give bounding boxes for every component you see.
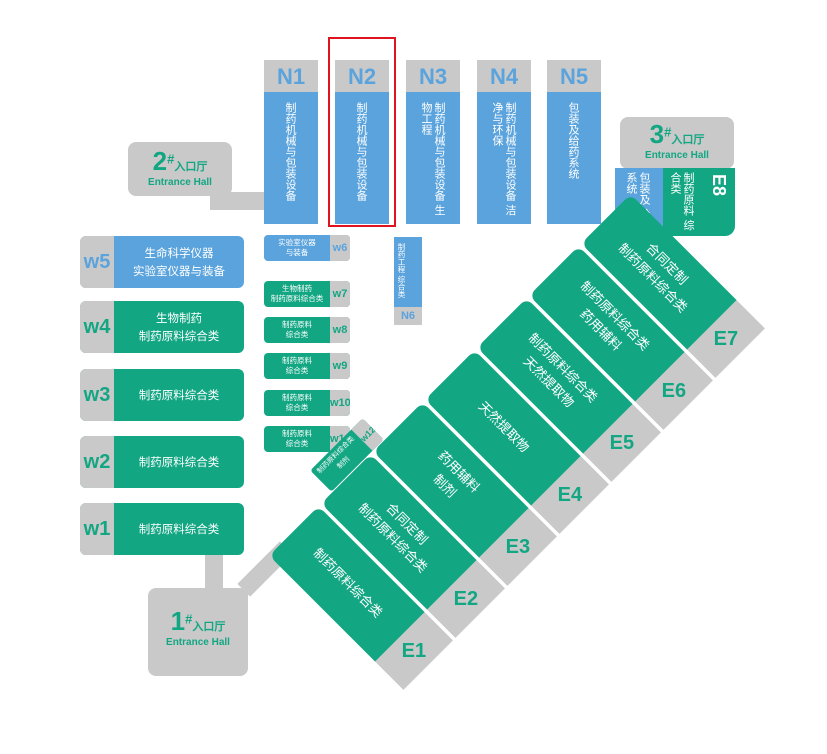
entrance-zh: 入口厅 bbox=[192, 620, 226, 633]
hall-n2[interactable]: N2 制药机械与包装设备 bbox=[335, 60, 389, 224]
highlight-box-n2 bbox=[328, 37, 396, 227]
entrance-mark: # bbox=[167, 151, 175, 167]
label-line: 制药原料综合类 bbox=[138, 388, 220, 402]
label-line: 综合类 bbox=[285, 403, 309, 412]
hall-n5[interactable]: N5 包装及给药系统 bbox=[547, 60, 601, 224]
entrance-number: 2 bbox=[152, 146, 168, 176]
label-line: 生物制药 bbox=[282, 284, 312, 293]
hall-label: 制药机械与包装设备 生物工程 bbox=[420, 102, 446, 216]
hall-label: 制药原料综合类 bbox=[264, 426, 330, 452]
hall-code: w5 bbox=[80, 236, 114, 288]
label-line: 制药原料综合类 bbox=[138, 522, 220, 536]
hall-label: 包装及给药系统 bbox=[567, 102, 580, 179]
e8-green-label: 制药原料 综合类 bbox=[669, 172, 695, 231]
label-line: 生物制药 bbox=[156, 311, 202, 325]
hall-code: w2 bbox=[80, 436, 114, 488]
corridor-west bbox=[205, 555, 223, 595]
label-line: 实验室仪器与装备 bbox=[133, 264, 225, 278]
hall-code: N1 bbox=[264, 60, 318, 92]
hall-label: 制药工程 综合类 bbox=[397, 243, 406, 298]
hall-code-text: E3 bbox=[505, 535, 531, 558]
hall-code: w4 bbox=[80, 301, 114, 353]
entrance-mark: # bbox=[185, 611, 193, 627]
hall-w8[interactable]: 制药原料综合类 w8 bbox=[264, 317, 350, 343]
hall-label: 生物制药制药原料综合类 bbox=[114, 301, 244, 353]
hall-w10[interactable]: 制药原料综合类 w10 bbox=[264, 390, 350, 416]
entrance-hall-2[interactable]: 2#入口厅 Entrance Hall bbox=[128, 142, 232, 196]
hall-label: 制药原料综合类 bbox=[264, 390, 330, 416]
hall-code: N3 bbox=[406, 60, 460, 92]
e8-green-section: 制药原料 综合类 E8 bbox=[663, 168, 735, 236]
hall-w3[interactable]: w3 制药原料综合类 bbox=[80, 369, 244, 421]
hall-code-text: E7 bbox=[713, 327, 739, 350]
hall-label: 制药原料综合类 bbox=[114, 436, 244, 488]
entrance-number: 3 bbox=[649, 119, 665, 149]
hall-code: w3 bbox=[80, 369, 114, 421]
hall-code-text: E4 bbox=[557, 483, 583, 506]
hall-code: N4 bbox=[477, 60, 531, 92]
label-line: 制药原料综合类 bbox=[138, 329, 220, 343]
hall-code-text: E6 bbox=[661, 379, 687, 402]
hall-n3[interactable]: N3 制药机械与包装设备 生物工程 bbox=[406, 60, 460, 224]
hall-label: 生命科学仪器实验室仪器与装备 bbox=[114, 236, 244, 288]
entrance-en: Entrance Hall bbox=[166, 637, 230, 648]
hall-code-text: E5 bbox=[609, 431, 635, 454]
label-line: 制药原料综合类 bbox=[270, 294, 324, 303]
label-line: 制药原料 bbox=[282, 356, 312, 365]
label-line: 制药原料 bbox=[282, 429, 312, 438]
hall-code: w6 bbox=[330, 235, 350, 261]
entrance-zh: 入口厅 bbox=[174, 160, 208, 173]
hall-w7[interactable]: 生物制药制药原料综合类 w7 bbox=[264, 281, 350, 307]
hall-n1[interactable]: N1 制药机械与包装设备 bbox=[264, 60, 318, 224]
label-line: 生命科学仪器 bbox=[144, 246, 214, 260]
hall-w11[interactable]: 制药原料综合类 w11 bbox=[264, 426, 350, 452]
hall-label: 制药原料综合类 bbox=[264, 353, 330, 379]
hall-label: 制药原料综合类 bbox=[264, 317, 330, 343]
hall-w9[interactable]: 制药原料综合类 w9 bbox=[264, 353, 350, 379]
hall-label: 制药机械与包装设备 bbox=[284, 102, 297, 201]
hall-n4[interactable]: N4 制药机械与包装设备 洁净与环保 bbox=[477, 60, 531, 224]
hall-w1[interactable]: w1 制药原料综合类 bbox=[80, 503, 244, 555]
label-line: 天然提取物 bbox=[474, 399, 532, 456]
entrance-number: 1 bbox=[170, 606, 186, 636]
hall-label: 制药机械与包装设备 bbox=[355, 102, 368, 201]
hall-code: N6 bbox=[394, 307, 422, 325]
entrance-zh: 入口厅 bbox=[671, 133, 705, 146]
label-line: 综合类 bbox=[285, 439, 309, 448]
label-line: 制药原料综合类 bbox=[138, 455, 220, 469]
hall-code: w7 bbox=[330, 281, 350, 307]
entrance-en: Entrance Hall bbox=[148, 177, 212, 188]
label-line: 制药原料 bbox=[282, 320, 312, 329]
hall-label: 制药原料综合类 bbox=[114, 503, 244, 555]
hall-code-text: E2 bbox=[453, 587, 479, 610]
hall-w4[interactable]: w4 生物制药制药原料综合类 bbox=[80, 301, 244, 353]
hall-n6[interactable]: 制药工程 综合类 N6 bbox=[394, 237, 422, 325]
hall-code: w9 bbox=[330, 353, 350, 379]
entrance-hall-3[interactable]: 3#入口厅 Entrance Hall bbox=[620, 117, 734, 169]
hall-label: 实验室仪器与装备 bbox=[264, 235, 330, 261]
entrance-en: Entrance Hall bbox=[645, 150, 709, 161]
hall-label: 生物制药制药原料综合类 bbox=[264, 281, 330, 307]
label-line: 实验室仪器 bbox=[278, 238, 316, 247]
label-line: 综合类 bbox=[285, 330, 309, 339]
hall-code-text: E1 bbox=[401, 639, 427, 662]
label-line: 综合类 bbox=[285, 366, 309, 375]
hall-w2[interactable]: w2 制药原料综合类 bbox=[80, 436, 244, 488]
hall-code: w8 bbox=[330, 317, 350, 343]
hall-code: w1 bbox=[80, 503, 114, 555]
hall-code: N5 bbox=[547, 60, 601, 92]
hall-code: N2 bbox=[335, 60, 389, 92]
hall-code: w10 bbox=[330, 390, 350, 416]
hall-w5[interactable]: w5 生命科学仪器实验室仪器与装备 bbox=[80, 236, 244, 288]
corridor-north bbox=[210, 192, 270, 210]
hall-label: 制药机械与包装设备 洁净与环保 bbox=[491, 102, 517, 216]
entrance-mark: # bbox=[664, 124, 672, 140]
hall-label: 制药原料综合类 bbox=[114, 369, 244, 421]
hall-w6[interactable]: 实验室仪器与装备 w6 bbox=[264, 235, 350, 261]
label-line: 与装备 bbox=[285, 248, 309, 257]
label-line: 制药原料 bbox=[282, 393, 312, 402]
e8-code: E8 bbox=[709, 174, 729, 197]
entrance-hall-1[interactable]: 1#入口厅 Entrance Hall bbox=[148, 588, 248, 676]
